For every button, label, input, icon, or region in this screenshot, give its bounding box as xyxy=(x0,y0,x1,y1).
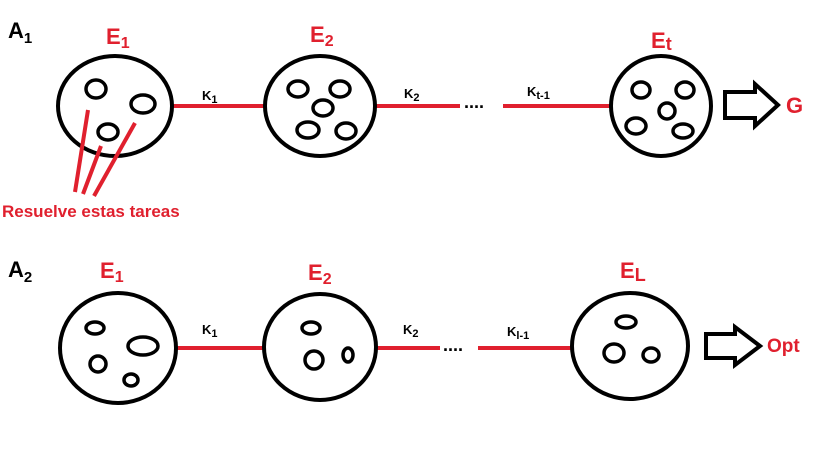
task-blob xyxy=(295,120,321,140)
annotation-pointer xyxy=(92,122,137,197)
task-blob xyxy=(303,349,325,371)
stage-label-e1: E1 xyxy=(100,258,124,286)
task-blob xyxy=(334,121,358,141)
task-blob xyxy=(657,101,677,121)
row-2: A2 K1 K2 Kl-1 .... E1 xyxy=(8,257,800,405)
task-blob xyxy=(328,79,352,99)
task-blob xyxy=(624,116,648,136)
task-blob xyxy=(614,314,638,330)
stage-node-e1 xyxy=(56,54,174,158)
stage-node-el xyxy=(570,291,690,401)
edge-label-k2: K2 xyxy=(403,322,419,340)
result-label-g: G xyxy=(786,93,803,118)
task-blob xyxy=(602,342,626,364)
task-blob xyxy=(84,78,108,100)
task-blob xyxy=(96,122,120,142)
edge-label-kt-1: Kt-1 xyxy=(527,84,550,102)
edge-label-k1: K1 xyxy=(202,88,218,106)
row-1: A1 K1 K2 Kt-1 .... E1 xyxy=(2,18,803,221)
task-blob xyxy=(129,93,157,115)
stage-node-e2 xyxy=(262,292,378,402)
stage-label-e1: E1 xyxy=(106,24,130,52)
stage-node-e1 xyxy=(58,291,178,405)
result-arrow-icon xyxy=(723,79,781,131)
stage-node-e2 xyxy=(263,54,377,158)
task-blob xyxy=(671,122,695,140)
row-2-label: A2 xyxy=(8,257,32,286)
stage-label-e2: E2 xyxy=(310,22,334,50)
result-label-opt: Opt xyxy=(767,336,800,357)
task-blob xyxy=(341,346,355,364)
task-blob xyxy=(122,372,140,388)
stage-node-et xyxy=(609,54,713,158)
ellipsis-dots: .... xyxy=(443,335,463,355)
result-arrow-icon xyxy=(704,322,764,370)
task-blob xyxy=(84,320,106,336)
task-blob xyxy=(286,79,310,99)
task-blob xyxy=(641,346,661,364)
task-blob xyxy=(300,320,322,336)
edge-label-kl-1: Kl-1 xyxy=(507,324,529,342)
edge-label-k2: K2 xyxy=(404,86,420,104)
task-blob xyxy=(311,98,335,118)
task-blob xyxy=(674,80,696,100)
ellipsis-dots: .... xyxy=(464,92,484,112)
task-blob xyxy=(88,354,108,374)
annotation-pointer xyxy=(73,109,90,193)
task-blob xyxy=(126,335,160,357)
stage-label-et: Et xyxy=(651,28,672,54)
stage-label-e2: E2 xyxy=(308,260,332,288)
annotation-pointer xyxy=(81,145,103,195)
edge-label-k1: K1 xyxy=(202,322,218,340)
row-1-label: A1 xyxy=(8,18,32,47)
annotation-text: Resuelve estas tareas xyxy=(2,202,180,221)
task-blob xyxy=(630,80,652,100)
stage-label-el: EL xyxy=(620,258,646,285)
